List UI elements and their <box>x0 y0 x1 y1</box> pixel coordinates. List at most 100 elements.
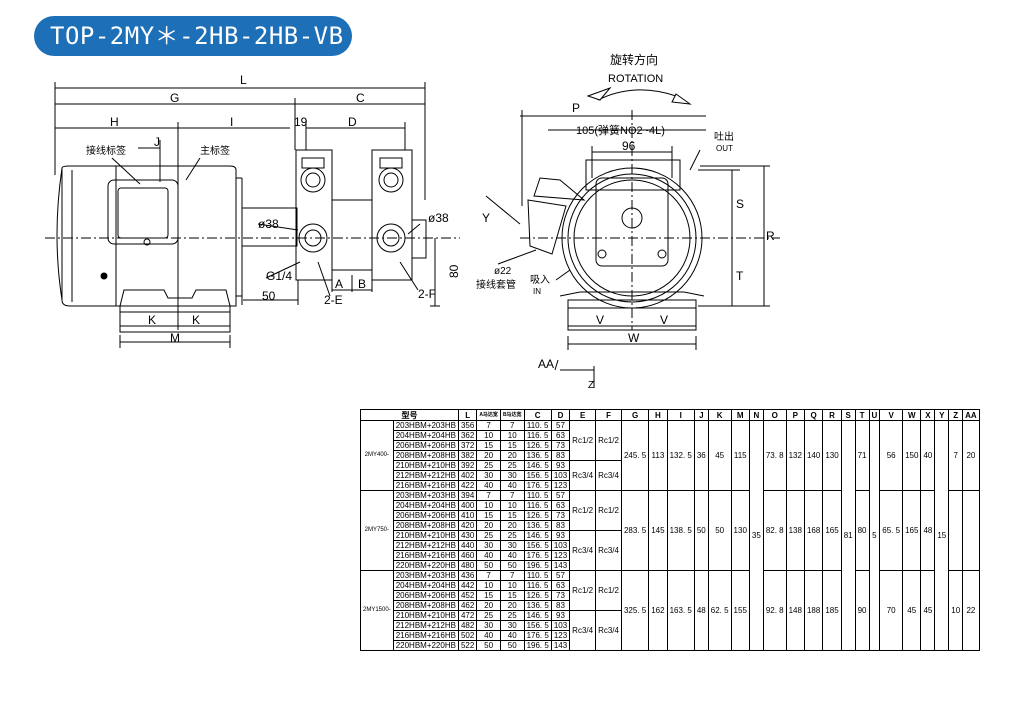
table-cell: 146. 5 <box>523 530 552 541</box>
header-cell-13: M <box>730 409 750 421</box>
table-cell: 400 <box>457 500 478 511</box>
table-cell: 20 <box>499 520 525 531</box>
header-cell-23: W <box>902 409 922 421</box>
dim-L: L <box>240 73 247 87</box>
table-cell: Rc3/4 <box>595 460 622 491</box>
technical-drawing: L G C H I 19 D J 接线标签 主标签 ø38 ø38 G1/4 5… <box>45 52 780 391</box>
table-cell: 146. 5 <box>523 610 552 621</box>
table-cell: 245. 5 <box>620 420 650 491</box>
table-cell: 156. 5 <box>523 620 552 631</box>
dim-phi38-a: ø38 <box>258 217 279 231</box>
header-cell-17: Q <box>803 409 824 421</box>
header-cell-8: G <box>620 409 650 421</box>
table-cell: 10 <box>476 580 501 591</box>
dim-M: M <box>170 331 180 345</box>
table-cell: 130 <box>730 490 750 571</box>
header-cell-0: 型号 <box>360 409 459 421</box>
table-cell: 163. 5 <box>666 570 695 651</box>
dim-R: R <box>766 229 775 243</box>
table-cell: 15 <box>499 440 525 451</box>
table-cell: 30 <box>476 470 501 481</box>
table-cell: 462 <box>457 600 478 611</box>
table-cell: 130 <box>822 420 842 491</box>
table-cell: 45 <box>902 570 922 651</box>
table-cell: 7 <box>948 420 964 491</box>
table-cell: 50 <box>707 490 732 571</box>
dim-Z: Z <box>588 380 594 391</box>
dim-I: I <box>230 115 233 129</box>
table-cell: 81 <box>840 420 856 651</box>
table-cell: Rc1/2 <box>569 420 597 461</box>
table-cell: 80 <box>854 490 870 571</box>
table-cell: 40 <box>476 480 501 491</box>
table-cell: 420 <box>457 520 478 531</box>
table-cell: 216HBM+216HB <box>392 550 459 561</box>
table-cell: 25 <box>499 610 525 621</box>
table-cell: 155 <box>730 570 750 651</box>
table-cell: 156. 5 <box>523 540 552 551</box>
table-cell: Rc1/2 <box>595 570 622 611</box>
table-cell: 382 <box>457 450 478 461</box>
table-cell: 30 <box>476 620 501 631</box>
table-cell: 210HBM+210HB <box>392 460 459 471</box>
header-cell-27: AA <box>962 409 980 421</box>
table-cell: Rc3/4 <box>569 460 597 491</box>
header-cell-26: Z <box>948 409 964 421</box>
header-cell-10: I <box>666 409 695 421</box>
table-cell: 7 <box>476 420 501 431</box>
table-cell: 136. 5 <box>523 600 552 611</box>
table-cell: 73 <box>550 510 571 521</box>
dim-phi22: ø22 <box>494 266 512 277</box>
table-cell: 40 <box>499 630 525 641</box>
table-cell: 50 <box>476 640 501 651</box>
table-cell: 63 <box>550 430 571 441</box>
table-cell: 90 <box>854 570 870 651</box>
wiring-label: 接线标签 <box>86 144 126 157</box>
table-cell: 123 <box>550 630 571 641</box>
table-cell: 20 <box>499 450 525 461</box>
dim-W: W <box>628 331 640 345</box>
table-cell: 116. 5 <box>523 430 552 441</box>
table-cell: 204HBM+204HB <box>392 580 459 591</box>
table-cell: 10 <box>476 500 501 511</box>
table-cell: 2MY750- <box>360 490 394 571</box>
spring-note: 105(弹簧NO2~4L) <box>576 123 665 137</box>
table-cell: 148 <box>785 570 805 651</box>
table-cell: 63 <box>550 500 571 511</box>
table-cell: 460 <box>457 550 478 561</box>
table-cell: Rc1/2 <box>595 420 622 461</box>
table-cell: 206HBM+206HB <box>392 510 459 521</box>
table-cell: 325. 5 <box>620 570 650 651</box>
table-cell: 25 <box>499 460 525 471</box>
table-cell: 115 <box>730 420 750 491</box>
table-cell: 440 <box>457 540 478 551</box>
header-cell-5: D <box>550 409 571 421</box>
dim-K2: K <box>192 313 200 327</box>
table-cell: 165 <box>822 490 842 571</box>
table-cell: 7 <box>499 490 525 501</box>
table-cell: 65. 5 <box>879 490 904 571</box>
table-cell: 30 <box>476 540 501 551</box>
table-cell: 422 <box>457 480 478 491</box>
page-title: TOP-2MY＊-2HB-2HB-VB <box>34 16 352 56</box>
table-cell: 7 <box>476 490 501 501</box>
table-cell: 50 <box>499 560 525 571</box>
conduit-label: 接线套管 <box>476 278 516 291</box>
table-cell: Rc3/4 <box>595 610 622 651</box>
table-cell: 143 <box>550 560 571 571</box>
dim-Y: Y <box>482 211 490 225</box>
dim-A: A <box>335 277 343 291</box>
table-cell: 472 <box>457 610 478 621</box>
main-label: 主标签 <box>200 144 230 157</box>
table-cell: 123 <box>550 550 571 561</box>
table-cell: 203HBM+203HB <box>392 420 459 431</box>
table-cell: 522 <box>457 640 478 651</box>
table-cell: 93 <box>550 460 571 471</box>
